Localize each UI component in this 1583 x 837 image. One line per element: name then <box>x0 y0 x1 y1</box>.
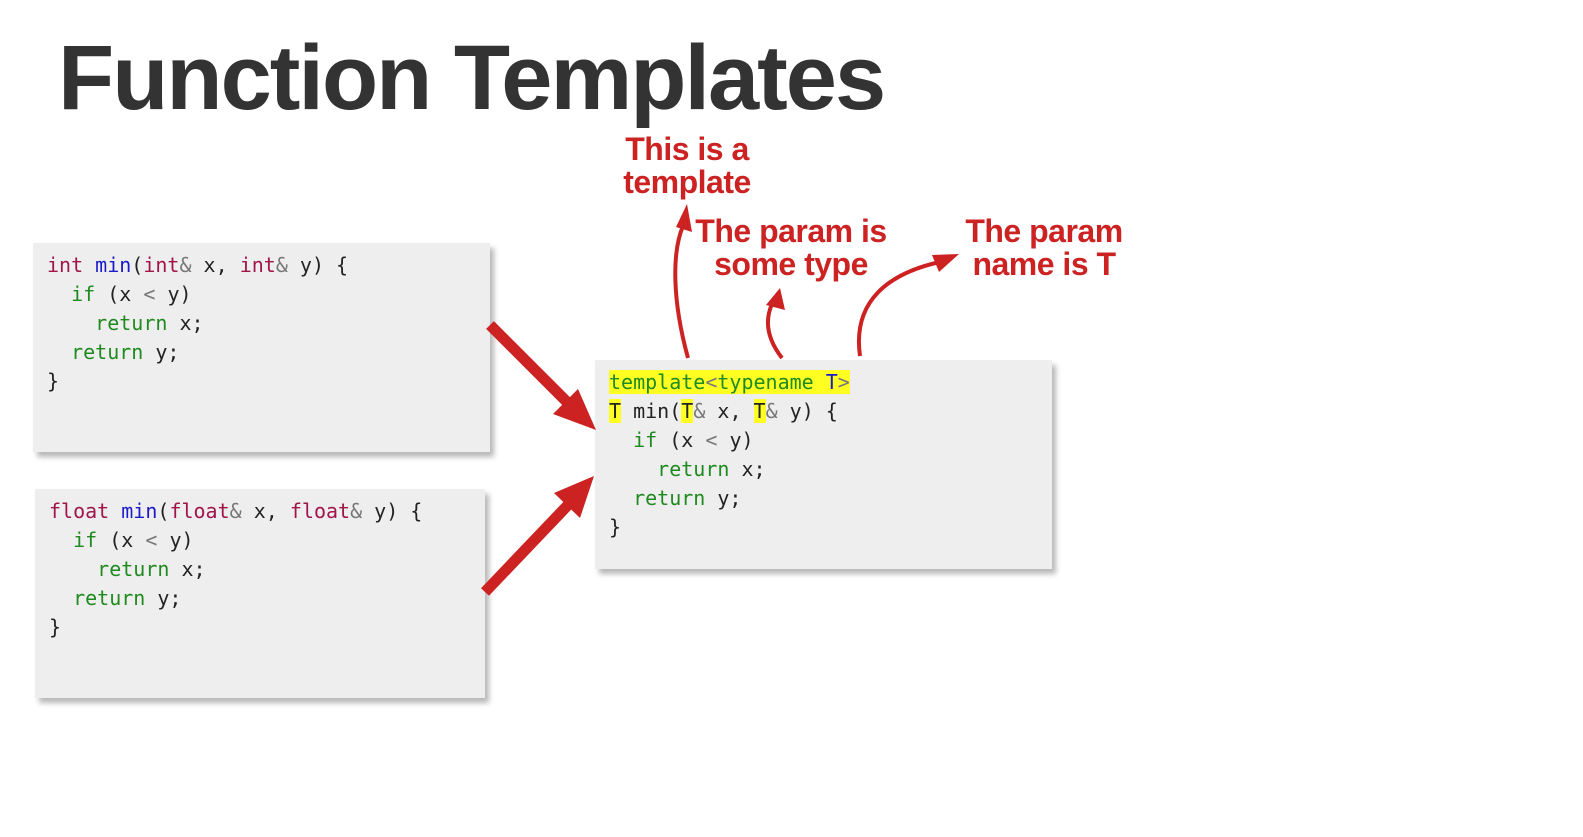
type-param-T: T <box>825 370 838 394</box>
template-keyword: template <box>609 370 706 394</box>
return-value-x: x; <box>729 457 766 481</box>
annotation-line: some type <box>714 246 868 282</box>
slide-title: Function Templates <box>58 27 886 129</box>
condition-close: y) <box>157 528 194 552</box>
if-keyword: if <box>73 528 98 552</box>
annotation-line: name is T <box>972 246 1116 282</box>
if-keyword: if <box>633 428 658 452</box>
return-value-y: y; <box>145 586 182 610</box>
param-type: float <box>169 499 230 523</box>
code-line-close: } <box>609 515 622 539</box>
function-name: min( <box>621 399 682 423</box>
less-than-operator: < <box>705 428 718 452</box>
ref-operator: & <box>229 499 242 523</box>
template-declaration-highlight: template<typename T> <box>609 370 850 394</box>
return-value-y: y; <box>705 486 742 510</box>
int-min-code-block: int min(int& x, int& y) { if (x < y) ret… <box>33 243 490 452</box>
code-line-return-y: return y; <box>49 584 471 613</box>
return-keyword: return <box>633 486 706 510</box>
param-y: y) { <box>777 399 838 423</box>
annotation-is-template: This is a template <box>587 133 787 199</box>
annotation-param-type: The param is some type <box>681 215 901 281</box>
code-line-return-x: return x; <box>47 309 476 338</box>
typename-keyword: typename <box>717 370 814 394</box>
return-keyword: return <box>71 340 144 364</box>
condition-open: (x <box>97 528 146 552</box>
annotation-line: The param <box>965 213 1123 249</box>
ref-operator: & <box>693 399 706 423</box>
int-to-template-arrow <box>486 321 596 430</box>
annotation-line: template <box>623 164 751 200</box>
param-type: int <box>143 253 180 277</box>
param-x: x, <box>191 253 240 277</box>
code-line-close: } <box>47 369 60 393</box>
annotation-line: This is a <box>625 131 749 167</box>
code-line-return-y: return y; <box>609 484 1038 513</box>
param-type-T: T <box>753 399 766 423</box>
param-x: x, <box>241 499 290 523</box>
return-keyword: return <box>95 311 168 335</box>
return-keyword: return <box>73 586 146 610</box>
function-name: min <box>121 499 158 523</box>
param-x: x, <box>705 399 754 423</box>
return-value-x: x; <box>169 557 206 581</box>
ref-operator: & <box>350 499 363 523</box>
float-min-code-block: float min(float& x, float& y) { if (x < … <box>35 489 485 698</box>
param-type-T: T <box>681 399 694 423</box>
param-type: int <box>239 253 276 277</box>
return-type: float <box>49 499 110 523</box>
angle-close: > <box>837 370 850 394</box>
param-type-arrow <box>765 288 785 360</box>
code-line-return-x: return x; <box>49 555 471 584</box>
code-line-signature: float min(float& x, float& y) { <box>49 499 423 523</box>
annotation-line: The param is <box>695 213 887 249</box>
function-name: min <box>95 253 132 277</box>
code-line-close: } <box>49 615 62 639</box>
code-line-return-x: return x; <box>609 455 1038 484</box>
ref-operator: & <box>275 253 288 277</box>
param-y: y) { <box>287 253 349 277</box>
return-value-x: x; <box>167 311 204 335</box>
annotation-param-name: The param name is T <box>944 215 1144 281</box>
angle-open: < <box>705 370 718 394</box>
return-type-T: T <box>609 399 622 423</box>
less-than-operator: < <box>143 282 156 306</box>
code-line-signature: T min(T& x, T& y) { <box>609 397 1038 426</box>
code-line-signature: int min(int& x, int& y) { <box>47 253 349 277</box>
code-line-if: if (x < y) <box>49 526 471 555</box>
if-keyword: if <box>71 282 96 306</box>
return-value-y: y; <box>143 340 180 364</box>
template-min-code-block: template<typename T> T min(T& x, T& y) {… <box>595 360 1052 569</box>
condition-close: y) <box>155 282 192 306</box>
condition-open: (x <box>657 428 706 452</box>
code-line-template-header: template<typename T> <box>609 368 1038 397</box>
code-line-if: if (x < y) <box>609 426 1038 455</box>
param-type: float <box>289 499 351 523</box>
param-y: y) { <box>362 499 423 523</box>
ref-operator: & <box>765 399 778 423</box>
return-keyword: return <box>657 457 730 481</box>
ref-operator: & <box>179 253 192 277</box>
condition-close: y) <box>717 428 754 452</box>
less-than-operator: < <box>145 528 158 552</box>
condition-open: (x <box>95 282 144 306</box>
code-line-return-y: return y; <box>47 338 476 367</box>
code-line-if: if (x < y) <box>47 280 476 309</box>
return-type: int <box>47 253 84 277</box>
float-to-template-arrow <box>481 476 594 596</box>
return-keyword: return <box>97 557 170 581</box>
